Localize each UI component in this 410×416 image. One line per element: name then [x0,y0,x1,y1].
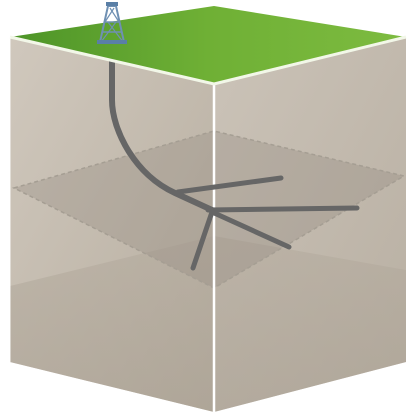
wellbore-lateral-right [208,208,357,210]
